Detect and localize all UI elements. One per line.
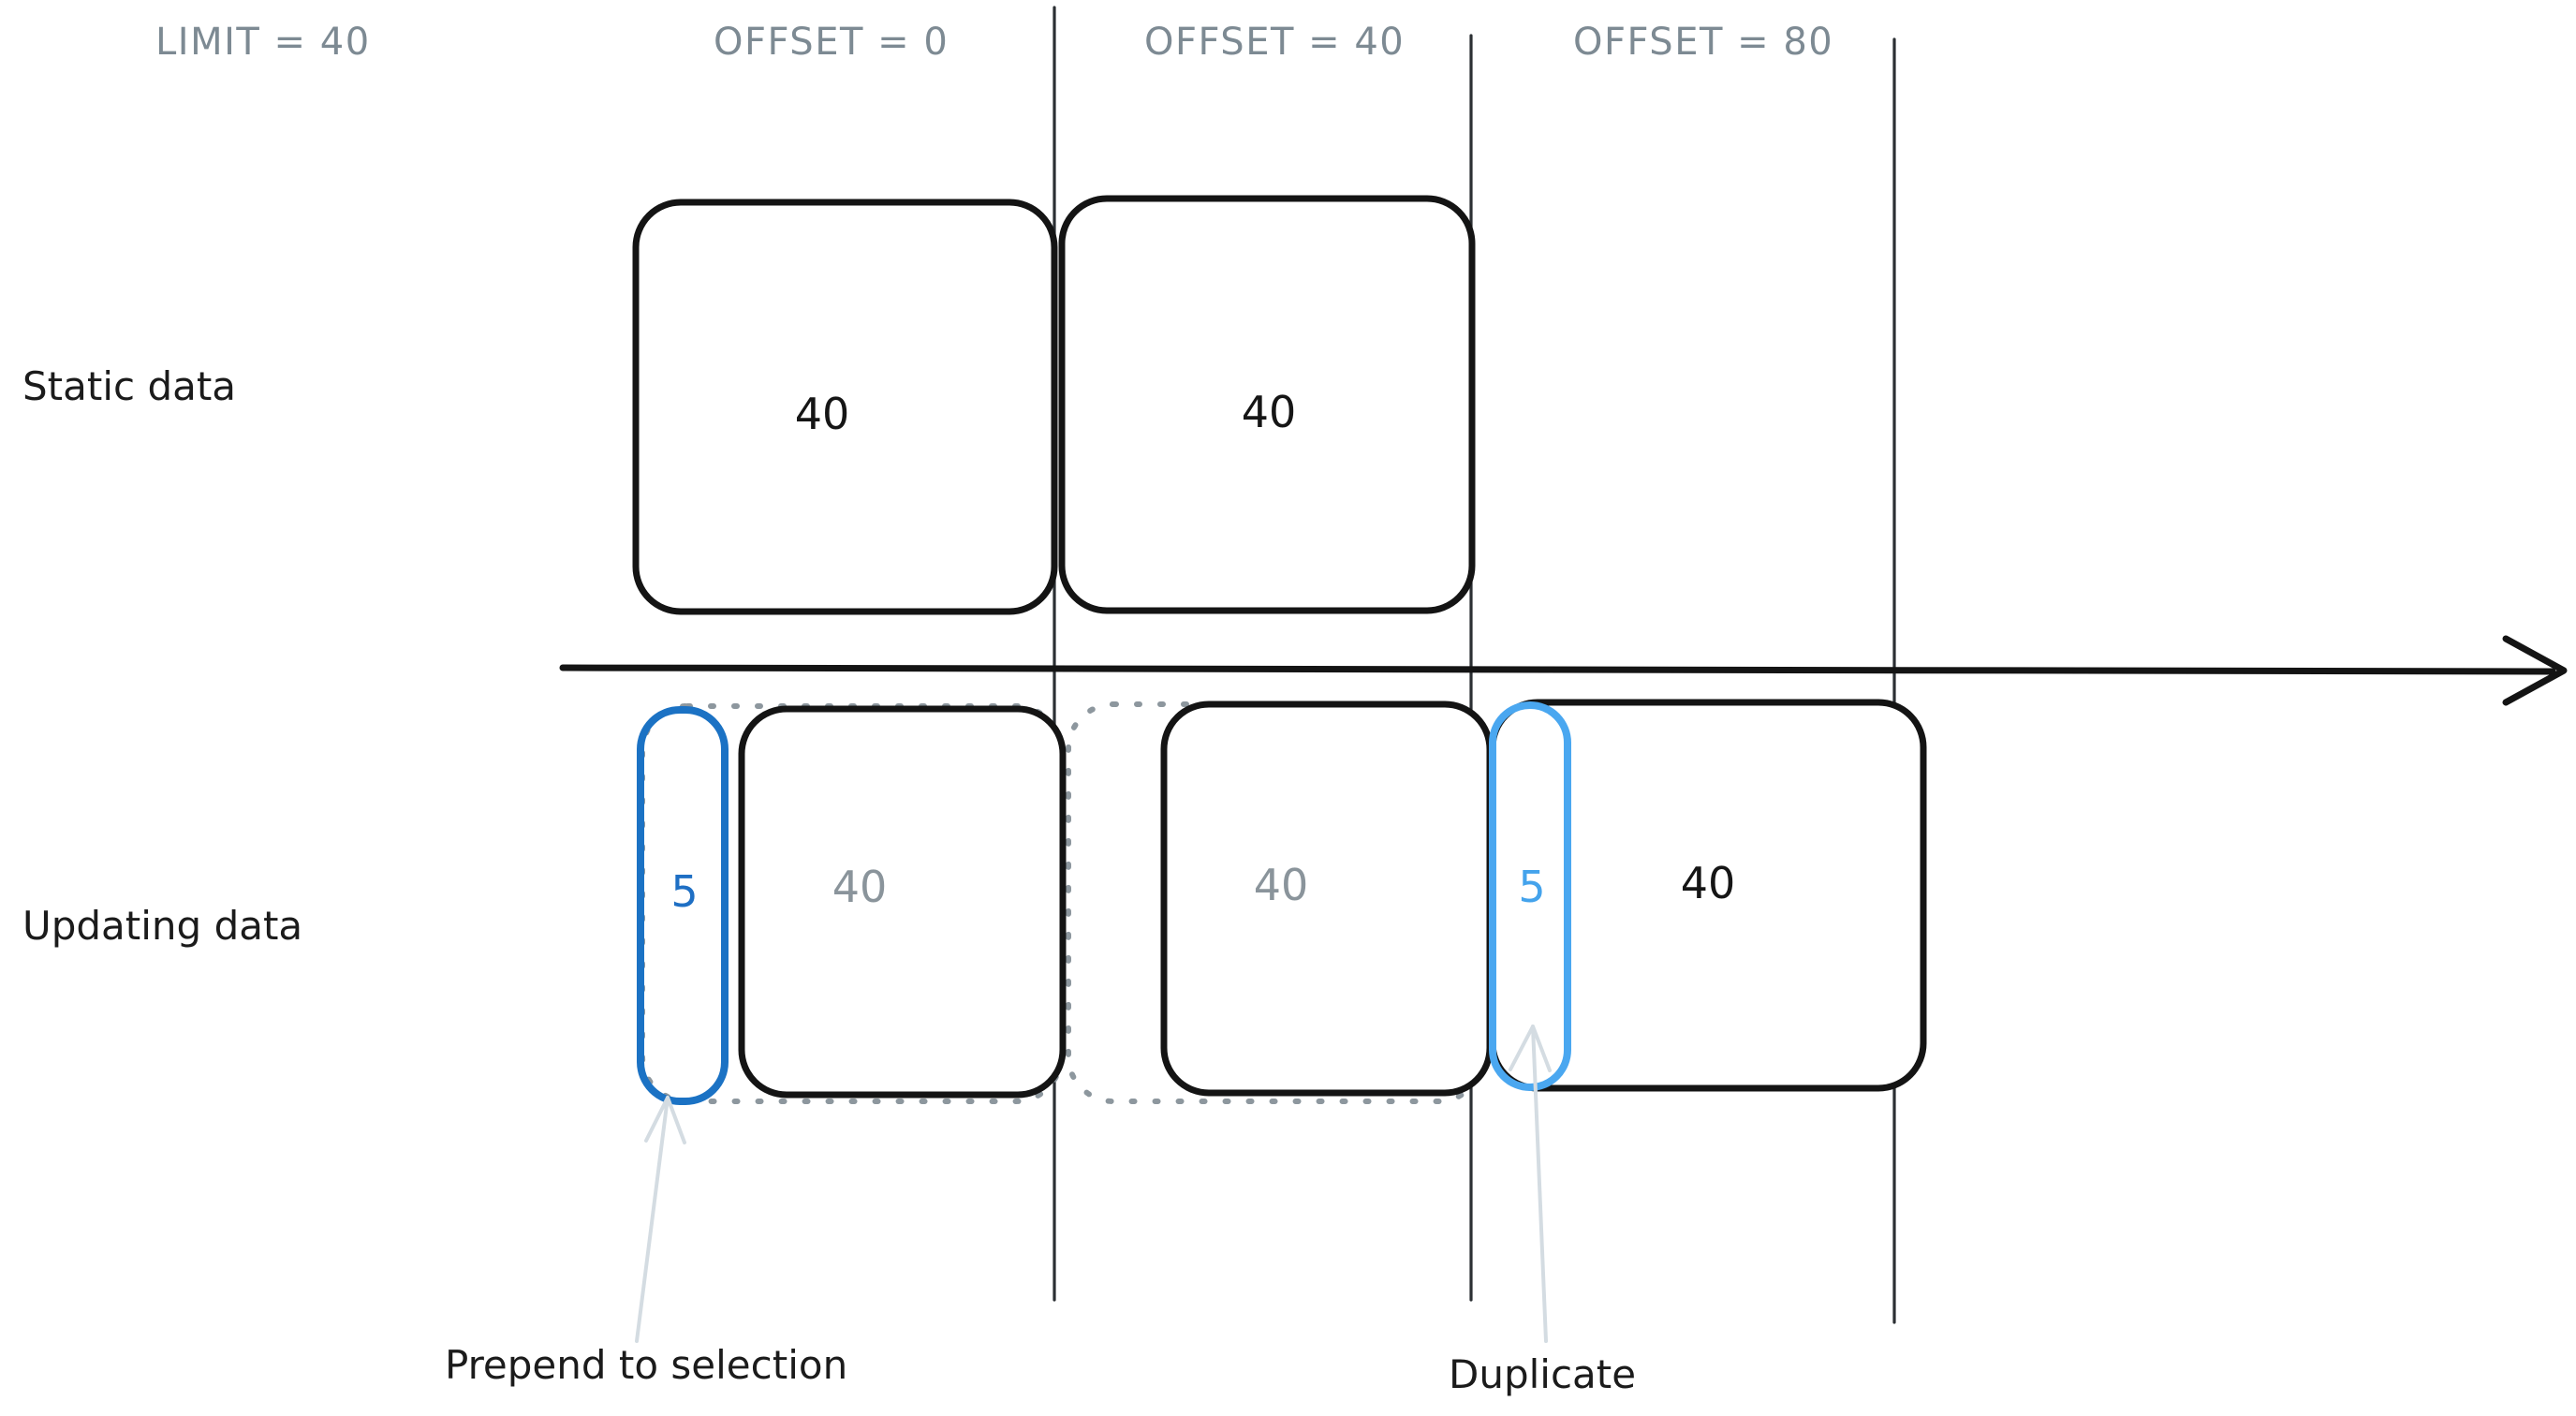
- updating-page-value-1: 40: [832, 862, 888, 912]
- limit-label: LIMIT = 40: [155, 21, 371, 64]
- prepended-block-value: 5: [670, 866, 698, 917]
- updating-page-box-2: [1160, 701, 1494, 1097]
- updating-page-value-2: 40: [1254, 860, 1309, 910]
- static-page-value-1: 40: [795, 389, 850, 439]
- duplicate-leader-arrow: [1509, 1025, 1552, 1343]
- offset-label-0: OFFSET = 0: [714, 21, 949, 64]
- prepend-leader-arrow: [635, 1096, 686, 1343]
- duplicate-block-value: 5: [1518, 862, 1545, 912]
- updating-page-value-3: 40: [1681, 858, 1736, 908]
- updating-page-box-1: [738, 705, 1067, 1099]
- static-page-box-2: [1058, 195, 1476, 614]
- row-label-updating: Updating data: [22, 903, 302, 949]
- annotation-duplicate-label: Duplicate: [1449, 1351, 1636, 1397]
- offset-label-40: OFFSET = 40: [1144, 21, 1405, 64]
- timeline-axis-line: [559, 664, 2556, 675]
- static-page-box-1: [632, 199, 1058, 615]
- offset-label-80: OFFSET = 80: [1573, 21, 1833, 64]
- static-page-value-2: 40: [1242, 387, 1297, 437]
- timeline-arrow-head: [2502, 635, 2568, 706]
- duplicate-block-box: [1489, 701, 1571, 1091]
- annotation-prepend-label: Prepend to selection: [445, 1342, 847, 1388]
- row-label-static: Static data: [22, 363, 236, 409]
- prepended-block-box: [637, 706, 729, 1105]
